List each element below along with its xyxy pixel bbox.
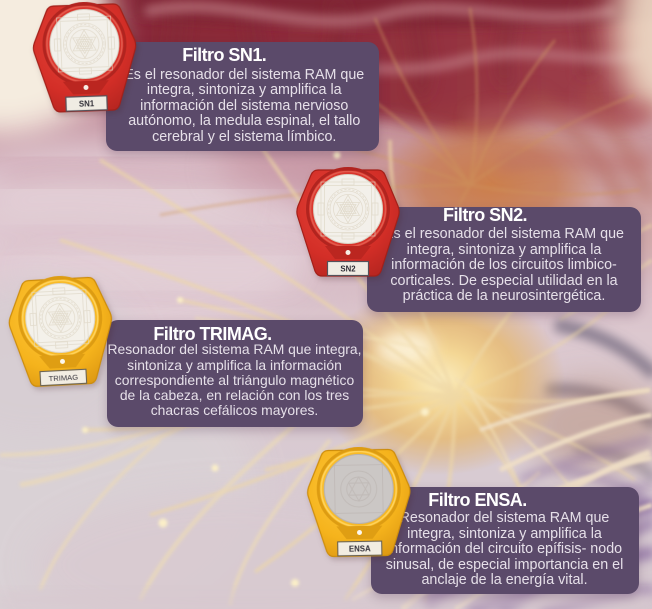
svg-text:SN1: SN1 [79,99,95,109]
svg-text:SN2: SN2 [340,265,356,274]
svg-text:ENSA: ENSA [349,544,371,553]
svg-text:TRIMAG: TRIMAG [48,373,78,384]
